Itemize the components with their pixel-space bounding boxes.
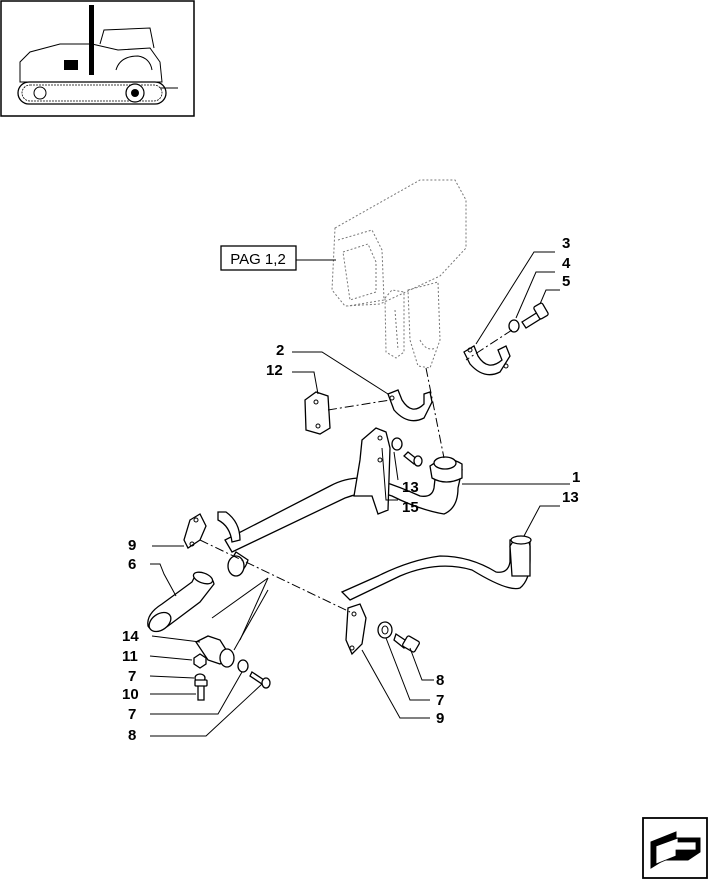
callout-5: 5 — [562, 273, 570, 290]
washer-part-13-upper[interactable] — [391, 437, 403, 451]
clamp-part-3[interactable] — [463, 345, 511, 376]
washer-part-7-lower[interactable] — [237, 659, 249, 673]
page-reference-box[interactable]: PAG 1,2 — [220, 245, 297, 271]
bolt-part-8-lower[interactable] — [249, 671, 271, 689]
strap-part-10[interactable] — [304, 391, 331, 435]
callout-13-upper: 13 — [402, 479, 419, 496]
washer-part-4[interactable] — [508, 319, 520, 333]
callout-10: 12 — [266, 362, 283, 379]
callout-1: 1 — [572, 469, 580, 486]
assembly-lines — [199, 329, 513, 651]
callout-6: 6 — [128, 556, 136, 573]
callout-2: 2 — [276, 342, 284, 359]
callout-7-left: 7 — [128, 668, 136, 685]
bolt-part-8-right[interactable] — [393, 632, 420, 653]
tail-pipe-part-11[interactable] — [340, 535, 532, 601]
callout-12: 14 — [122, 628, 139, 645]
washer-part-7-right[interactable] — [377, 621, 393, 639]
callout-15: 15 — [402, 499, 419, 516]
bolt-part-13-lower[interactable] — [194, 679, 208, 701]
callout-9-right: 9 — [436, 710, 444, 727]
nut-part-14[interactable] — [193, 653, 207, 669]
callout-7-right: 7 — [436, 692, 444, 709]
next-page-arrow-icon[interactable] — [642, 817, 708, 879]
callout-8-right: 8 — [436, 672, 444, 689]
callout-11: 13 — [562, 489, 579, 506]
elbow-part-6[interactable] — [146, 570, 215, 636]
clamp-part-2[interactable] — [387, 389, 433, 422]
leader-lines — [149, 251, 570, 737]
clamp-part-9-left[interactable] — [183, 513, 207, 549]
callout-4: 4 — [562, 255, 571, 272]
callout-9-left: 9 — [128, 537, 136, 554]
bolt-part-5[interactable] — [521, 302, 549, 329]
clamp-part-9-right[interactable] — [345, 603, 367, 656]
bracket-part-15[interactable] — [353, 427, 391, 515]
callout-14: 11 — [122, 648, 138, 665]
page-reference-label: PAG 1,2 — [230, 251, 286, 268]
clamp-part-12[interactable] — [195, 635, 235, 668]
tracked-tractor-thumbnail[interactable] — [0, 0, 195, 117]
bolt-part-13-upper[interactable] — [403, 451, 423, 467]
callout-3: 3 — [562, 235, 570, 252]
callout-8-lower: 8 — [128, 727, 136, 744]
callout-13-lower: 10 — [122, 686, 139, 703]
engine-manifold-reference — [331, 179, 467, 369]
callout-7-lower: 7 — [128, 706, 136, 723]
callout-labels: 3 4 5 2 12 13 15 1 13 9 6 14 11 7 10 7 8… — [122, 235, 580, 744]
